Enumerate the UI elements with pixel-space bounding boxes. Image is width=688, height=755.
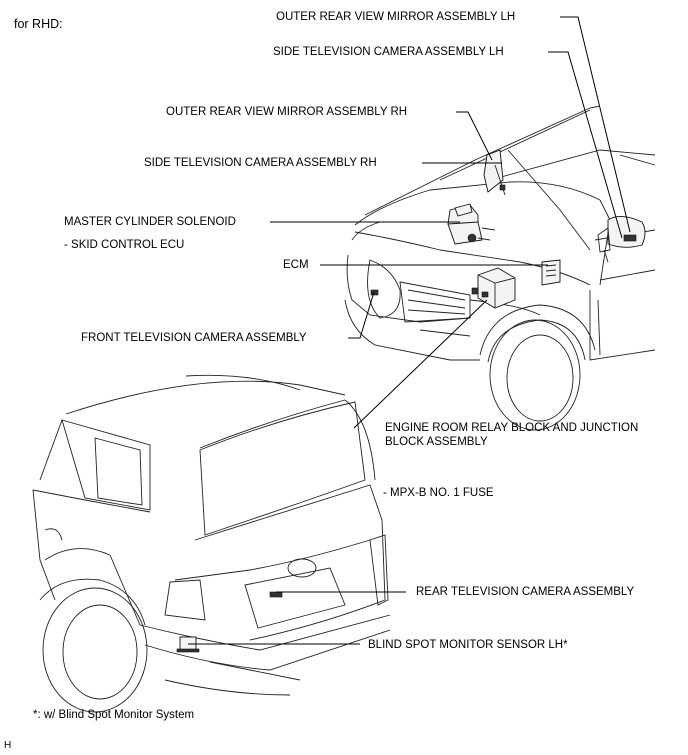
label-engine-room-relay-block: ENGINE ROOM RELAY BLOCK AND JUNCTION BLO… [385, 422, 639, 448]
variant-label: for RHD: [14, 17, 63, 31]
label-outer-rear-view-mirror-rh: OUTER REAR VIEW MIRROR ASSEMBLY RH [166, 106, 408, 118]
label-rear-tv-camera: REAR TELEVISION CAMERA ASSEMBLY [416, 586, 635, 598]
front-camera-part [370, 289, 379, 296]
label-front-tv-camera: FRONT TELEVISION CAMERA ASSEMBLY [81, 332, 307, 344]
ecm-unit [541, 259, 561, 286]
relay-block-unit [471, 267, 516, 309]
footnote: *: w/ Blind Spot Monitor System [33, 709, 195, 721]
label-master-cylinder-solenoid: MASTER CYLINDER SOLENOID [64, 216, 236, 228]
label-side-tv-camera-lh: SIDE TELEVISION CAMERA ASSEMBLY LH [273, 46, 504, 58]
rear-vehicle-drawing [32, 374, 391, 713]
label-ecm: ECM [283, 259, 309, 271]
label-mpx-b-fuse: - MPX-B NO. 1 FUSE [383, 487, 494, 499]
figure-code: H [4, 740, 12, 751]
leader-lines [188, 16, 631, 645]
front-vehicle-drawing [344, 105, 656, 431]
rear-camera-part [269, 591, 283, 598]
label-side-tv-camera-rh: SIDE TELEVISION CAMERA ASSEMBLY RH [144, 157, 377, 169]
master-cylinder-unit [447, 203, 496, 245]
label-skid-control-ecu: - SKID CONTROL ECU [64, 239, 185, 251]
label-blind-spot-monitor-sensor-lh: BLIND SPOT MONITOR SENSOR LH* [368, 639, 568, 651]
label-outer-rear-view-mirror-lh: OUTER REAR VIEW MIRROR ASSEMBLY LH [276, 11, 516, 23]
